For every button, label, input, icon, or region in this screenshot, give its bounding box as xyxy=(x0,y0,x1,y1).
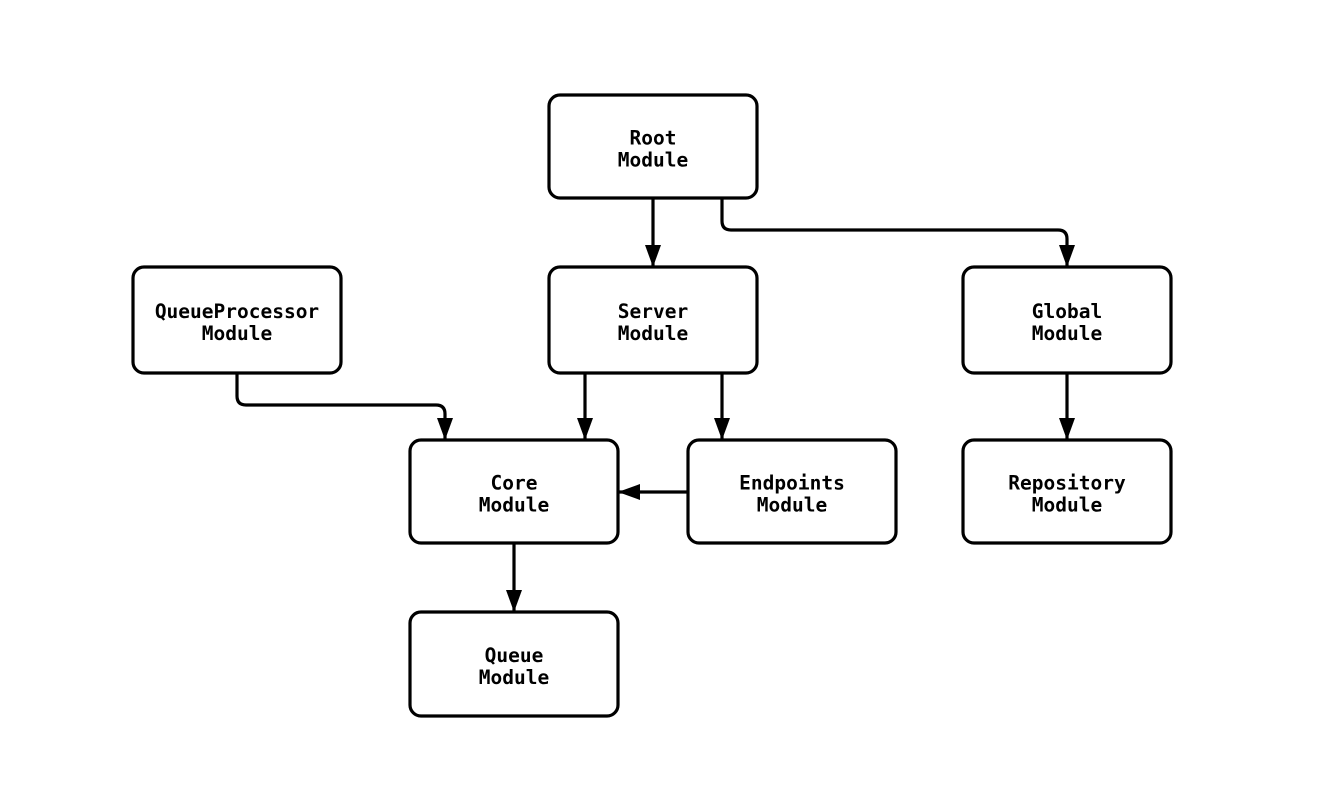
edge-queueprocessor-to-core xyxy=(235,373,453,440)
node-label-line: Repository xyxy=(1008,472,1126,495)
node-box-core xyxy=(408,438,620,545)
node-label-line: Root xyxy=(630,127,677,150)
node-label-line: Core xyxy=(491,472,538,495)
node-label-line: Module xyxy=(479,494,549,517)
edge-root-to-global xyxy=(720,198,1075,267)
node-label-line: Server xyxy=(618,300,688,323)
node-label-line: Global xyxy=(1032,300,1102,323)
node-box-queue xyxy=(408,610,620,718)
node-box-repository xyxy=(961,438,1173,545)
node-label-line: Module xyxy=(757,494,827,517)
node-box-queueprocessor xyxy=(131,265,343,375)
node-label-line: Queue xyxy=(485,644,544,667)
node-box-endpoints xyxy=(686,438,898,545)
node-label-line: Module xyxy=(479,666,549,689)
node-label-line: Module xyxy=(1032,494,1102,517)
node-box-global xyxy=(961,265,1173,375)
node-label-line: Module xyxy=(1032,322,1102,345)
node-box-root xyxy=(547,93,759,200)
node-label-line: Endpoints xyxy=(739,472,845,495)
node-label-line: Module xyxy=(618,149,688,172)
node-label-line: Module xyxy=(618,322,688,345)
edges-layer xyxy=(235,198,1075,612)
node-label-line: QueueProcessor xyxy=(155,300,319,323)
node-label-line: Module xyxy=(202,322,272,345)
node-box-server xyxy=(547,265,759,375)
